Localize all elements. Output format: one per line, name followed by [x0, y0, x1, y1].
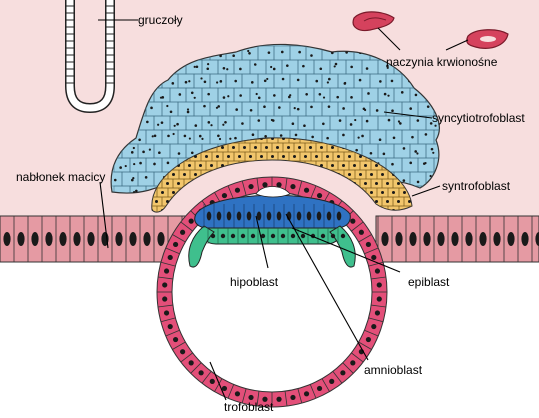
label-syncytiotrophoblast: syncytiotrofoblast	[432, 111, 525, 125]
label-hypoblast: hipoblast	[230, 275, 279, 289]
label-blood-vessels: naczynia krwionośne	[386, 55, 498, 69]
label-amnioblast: amnioblast	[364, 363, 423, 377]
label-syntrophoblast: syntrofoblast	[442, 179, 511, 193]
label-glands: gruczoły	[138, 13, 183, 27]
label-epiblast: epiblast	[408, 275, 450, 289]
label-trophoblast: trofoblast	[224, 400, 274, 413]
label-uterine-epithelium: nabłonek macicy	[16, 170, 105, 184]
